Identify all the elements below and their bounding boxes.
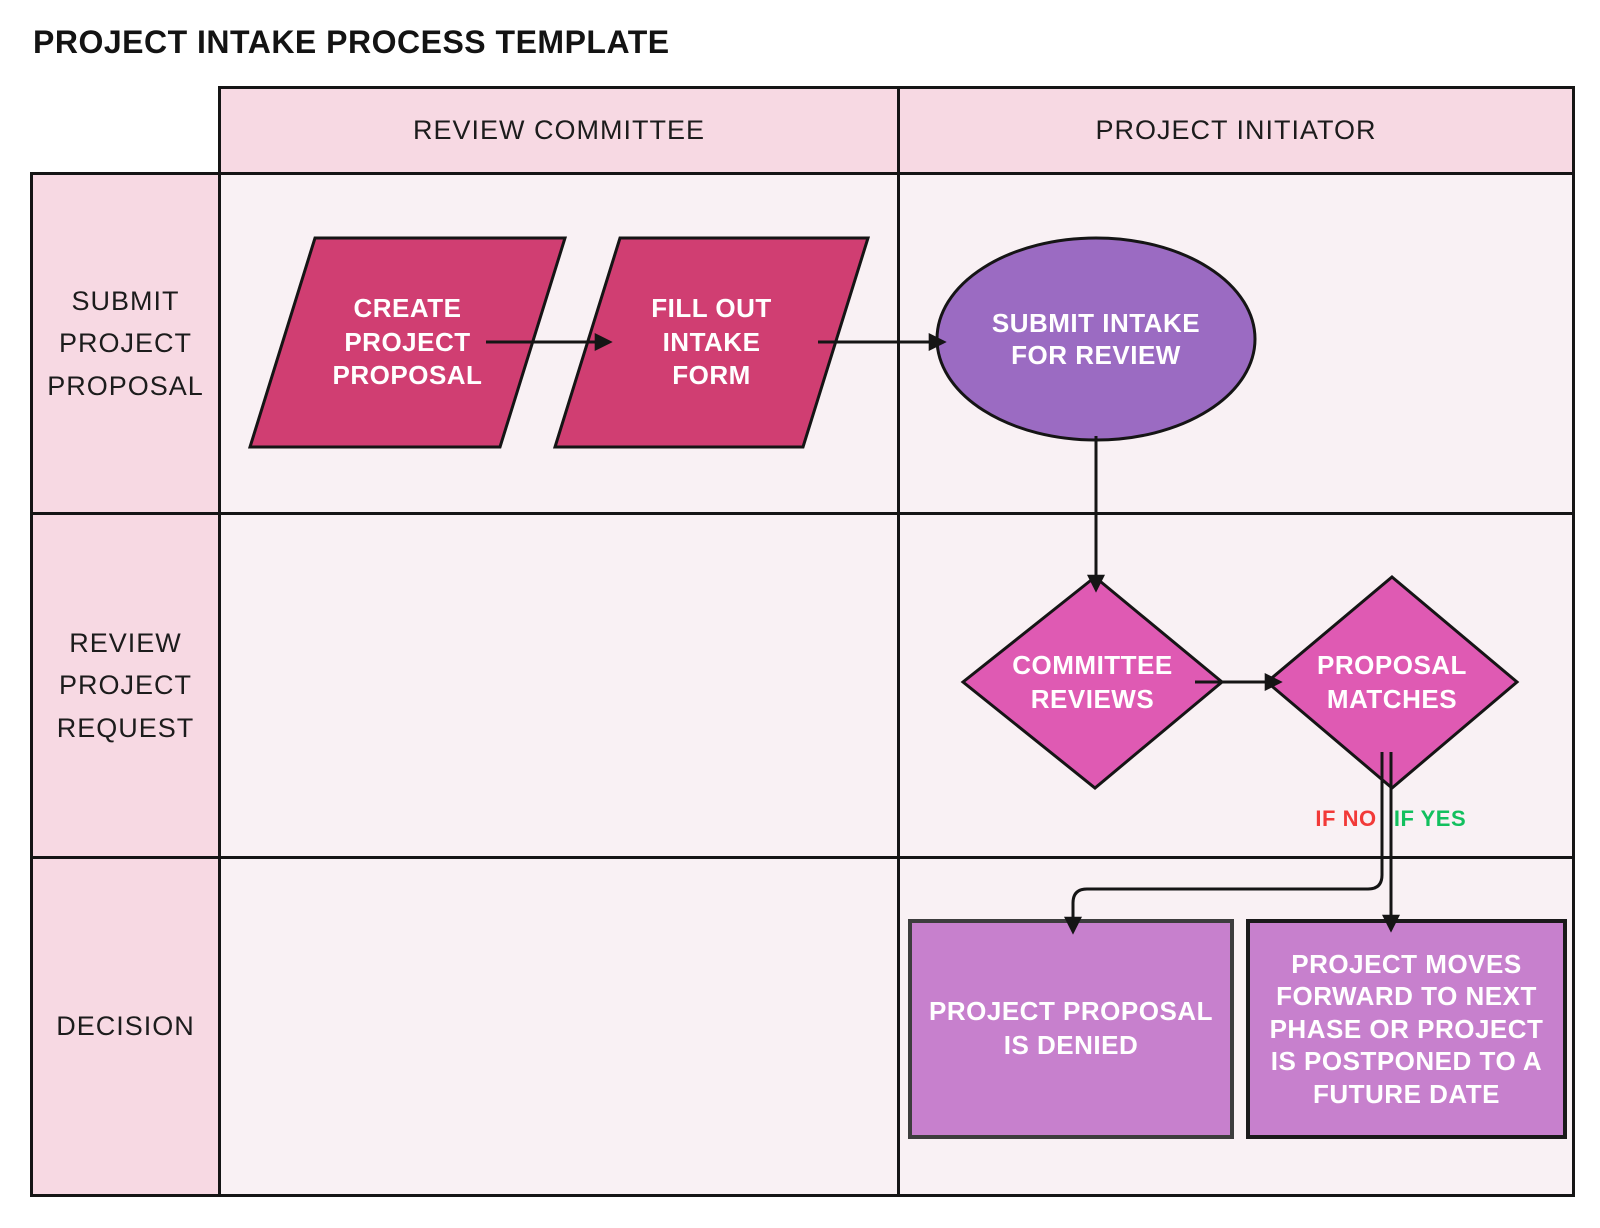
node-submit-intake-label: SUBMIT INTAKE FOR REVIEW	[991, 307, 1201, 371]
body-cell-r2-review-committee	[218, 512, 900, 859]
node-committee-reviews-label: COMMITTEE REVIEWS	[1012, 649, 1173, 714]
node-proposal-matches-label: PROPOSAL MATCHES	[1317, 649, 1467, 714]
node-fill-intake-form-label: FILL OUT INTAKE FORM	[651, 292, 772, 391]
node-moves-forward-label: PROJECT MOVES FORWARD TO NEXT PHASE OR P…	[1269, 948, 1544, 1109]
column-header-project-initiator: PROJECT INITIATOR	[1095, 115, 1377, 146]
row-label-review-project-request: REVIEW PROJECT REQUEST	[56, 627, 195, 743]
row-label-decision: DECISION	[56, 1011, 195, 1042]
row-label-submit-project-proposal: SUBMIT PROJECT PROPOSAL	[47, 285, 204, 401]
column-header-review-committee: REVIEW COMMITTEE	[413, 115, 705, 146]
node-proposal-denied-label: PROJECT PROPOSAL IS DENIED	[929, 996, 1213, 1060]
row-label-cell-decision	[30, 856, 221, 1197]
header-cell-project-initiator	[897, 86, 1575, 175]
node-create-proposal-label: CREATE PROJECT PROPOSAL	[332, 292, 483, 391]
body-cell-r3-review-committee	[218, 856, 900, 1197]
page-title: PROJECT INTAKE PROCESS TEMPLATE	[33, 24, 670, 60]
